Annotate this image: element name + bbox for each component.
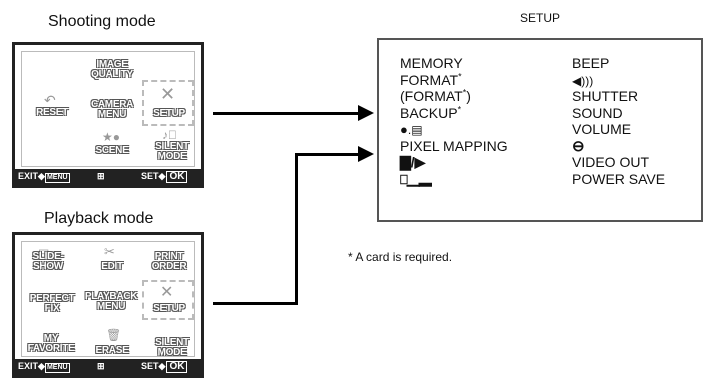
menu-item-erase[interactable]: ERASE	[95, 345, 129, 356]
menu-item-my-favorite[interactable]: MY FAVORITE	[27, 333, 75, 354]
setup-item-monitor-brightness[interactable]: ⎕▁▂	[400, 171, 508, 188]
clock-icon: ⊖	[572, 137, 585, 155]
setup-item-language[interactable]: ●.▤	[400, 121, 508, 138]
menu-item-image-quality[interactable]: IMAGE QUALITY	[91, 59, 133, 80]
menu-item-edit[interactable]: EDIT	[101, 261, 123, 272]
playback-arrow-line-v	[295, 153, 298, 305]
card-required-note: * A card is required.	[348, 250, 453, 264]
set-hint: SET◆OK	[141, 361, 188, 373]
setup-item-beep[interactable]: BEEP	[572, 55, 610, 71]
playback-mode-title: Playback mode	[44, 210, 154, 227]
menu-item-scene[interactable]: SCENE	[95, 145, 129, 156]
setup-selection-frame	[142, 280, 194, 320]
monitor-brightness-icon: ⎕▁▂	[400, 171, 432, 187]
menu-area: ▭ SLIDE-SHOW ✂ EDIT PRINT ORDER PERFECT …	[21, 241, 195, 358]
edit-icon: ✂	[104, 244, 115, 259]
shooting-mode-title: Shooting mode	[48, 13, 156, 30]
dpad-icon: ⊞	[97, 361, 105, 371]
wrench-icon: ✕	[160, 84, 176, 104]
shooting-menu-screen: IMAGE QUALITY ↶ RESET CAMERA MENU ✕ SETU…	[12, 42, 204, 188]
exit-hint: EXIT◆MENU	[18, 361, 70, 373]
menu-item-print-order[interactable]: PRINT ORDER	[151, 251, 187, 272]
language-icon: ●	[400, 122, 408, 137]
playback-menu-screen: ▭ SLIDE-SHOW ✂ EDIT PRINT ORDER PERFECT …	[12, 232, 204, 378]
set-hint: SET◆OK	[141, 171, 188, 183]
setup-title: SETUP	[520, 11, 561, 25]
playback-arrow-line-h2	[295, 153, 361, 156]
menu-item-silent-mode[interactable]: SILENT MODE	[155, 141, 189, 162]
setup-item-backup[interactable]: BACKUP*	[400, 103, 462, 121]
menu-bottom-bar: EXIT◆MENU ⊞ SET◆OK	[15, 359, 201, 375]
setup-item-clock[interactable]: ⊖	[572, 138, 665, 155]
exit-hint: EXIT◆MENU	[18, 171, 70, 183]
menu-item-setup[interactable]: SETUP	[153, 108, 185, 119]
speaker-icon: ◀)))	[572, 73, 594, 88]
setup-item-shutter[interactable]: SHUTTER	[572, 88, 639, 104]
menu-item-slideshow[interactable]: SLIDE-SHOW	[32, 251, 64, 272]
menu-area: IMAGE QUALITY ↶ RESET CAMERA MENU ✕ SETU…	[21, 51, 195, 167]
shooting-arrow-line	[213, 112, 361, 115]
setup-item-volume[interactable]: VOLUME	[572, 121, 632, 137]
setup-item-format[interactable]: FORMAT*	[400, 70, 462, 88]
mute-icon: ♪⃠	[162, 128, 177, 142]
setup-panel: MEMORY FORMAT* (FORMAT*) BACKUP* ●.▤ PIX…	[377, 38, 703, 222]
menu-item-setup[interactable]: SETUP	[153, 303, 185, 314]
slideshow-icon: ▭	[38, 244, 50, 258]
menu-bottom-bar: EXIT◆MENU ⊞ SET◆OK	[15, 169, 201, 185]
setup-item-pixel-mapping[interactable]: PIXEL MAPPING	[400, 137, 508, 154]
menu-item-perfect-fix[interactable]: PERFECT FIX	[29, 293, 75, 314]
setup-item-memory[interactable]: MEMORY	[400, 55, 463, 71]
dpad-icon: ⊞	[97, 171, 105, 181]
setup-item-power-save[interactable]: POWER SAVE	[572, 170, 666, 187]
camera-playback-icon: ▇/▶	[400, 154, 426, 170]
setup-item-video-out[interactable]: VIDEO OUT	[572, 154, 650, 170]
setup-list-left: MEMORY FORMAT* (FORMAT*) BACKUP* ●.▤ PIX…	[400, 55, 508, 187]
shooting-arrow-head	[358, 105, 374, 121]
menu-item-silent-mode[interactable]: SILENT MODE	[155, 337, 189, 358]
playback-arrow-line-h1	[213, 302, 297, 305]
menu-item-camera-menu[interactable]: CAMERA MENU	[90, 99, 134, 120]
menu-item-reset[interactable]: RESET	[36, 107, 68, 118]
erase-icon: 🗑	[106, 328, 122, 342]
setup-item-speaker[interactable]: ◀)))	[572, 72, 665, 89]
setup-item-camera-playback[interactable]: ▇/▶	[400, 154, 508, 171]
reset-icon: ↶	[44, 92, 56, 108]
setup-item-sound[interactable]: SOUND	[572, 104, 623, 121]
wrench-icon: ✕	[160, 284, 174, 301]
menu-item-playback-menu[interactable]: PLAYBACK MENU	[84, 291, 138, 312]
setup-selection-frame	[142, 80, 194, 126]
scene-icon: ★●	[102, 130, 121, 144]
playback-arrow-head	[358, 146, 374, 162]
setup-item-format-internal[interactable]: (FORMAT*)	[400, 87, 471, 104]
language-icon-doc: .▤	[407, 123, 423, 137]
setup-list-right: BEEP ◀))) SHUTTER SOUND VOLUME ⊖ VIDEO O…	[572, 55, 665, 187]
